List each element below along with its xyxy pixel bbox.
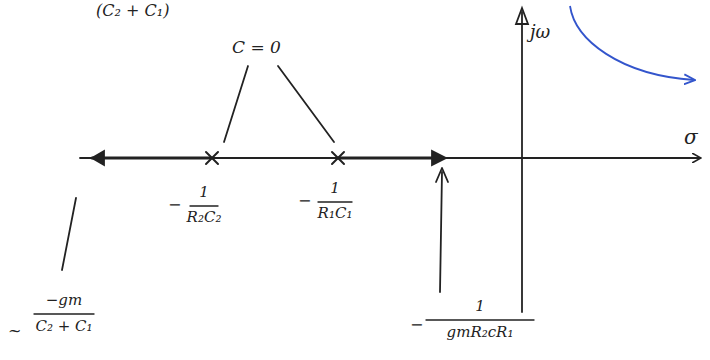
math-label: 1	[475, 298, 485, 315]
math-label: −	[410, 316, 423, 334]
math-label: σ	[684, 126, 698, 148]
imag-axis	[521, 12, 523, 312]
math-label: gmR₂cR₁	[447, 324, 514, 341]
fraction-bar	[426, 319, 534, 320]
math-label: C₂ + C₁	[35, 318, 92, 335]
leader-line	[224, 66, 248, 142]
pole-mark	[332, 152, 344, 164]
math-label: R₂C₂	[187, 209, 222, 226]
math-label: −gm	[46, 292, 82, 309]
math-label: ~	[8, 322, 21, 340]
leader-line	[278, 66, 334, 142]
math-label: −	[298, 192, 311, 210]
leader-line	[62, 198, 76, 270]
locus-arrow	[92, 151, 104, 165]
fraction-bar	[318, 201, 352, 202]
locus-branch	[92, 157, 212, 160]
pole-mark	[206, 152, 218, 164]
locus-branch	[338, 157, 440, 160]
math-label: 1	[330, 180, 340, 197]
real-axis	[80, 157, 700, 159]
axis-arrow	[516, 8, 528, 24]
fraction-bar	[34, 313, 94, 314]
math-label: R₁C₁	[318, 205, 353, 222]
math-label: 1	[199, 184, 209, 201]
fraction-bar	[190, 205, 218, 206]
pointer-arrow-head	[436, 168, 448, 182]
pointer-arrow	[440, 172, 442, 292]
locus-arrow	[432, 151, 446, 165]
annotation-curve	[570, 6, 694, 80]
math-label: (C₂ + C₁)	[96, 2, 169, 20]
math-label: jω	[530, 22, 550, 42]
math-label: C = 0	[232, 38, 281, 57]
math-label: −	[168, 196, 181, 214]
